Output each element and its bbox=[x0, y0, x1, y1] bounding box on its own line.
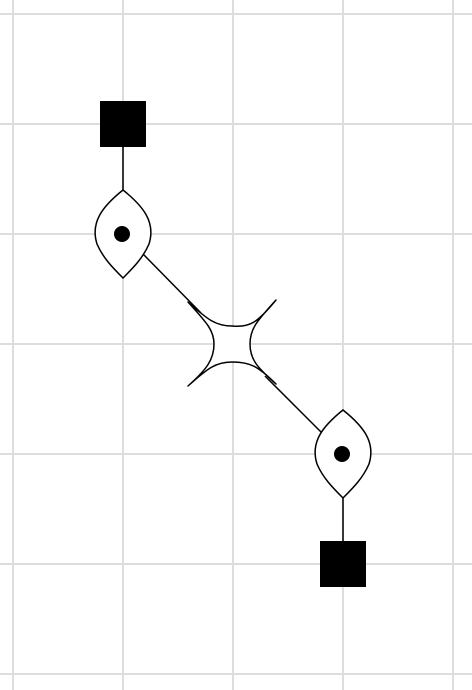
connectors bbox=[122, 147, 344, 541]
wire-top-eye-to-junction bbox=[142, 253, 202, 314]
top-eye-dot bbox=[114, 226, 130, 242]
junction-star-outline bbox=[187, 299, 277, 387]
bottom-eye-dot bbox=[334, 446, 350, 462]
top-eye-node bbox=[94, 189, 152, 280]
top-terminal-square bbox=[100, 101, 146, 147]
bottom-terminal-square bbox=[320, 541, 366, 587]
bottom-eye-node bbox=[314, 409, 372, 500]
wire-junction-to-bottom-eye bbox=[264, 375, 323, 434]
